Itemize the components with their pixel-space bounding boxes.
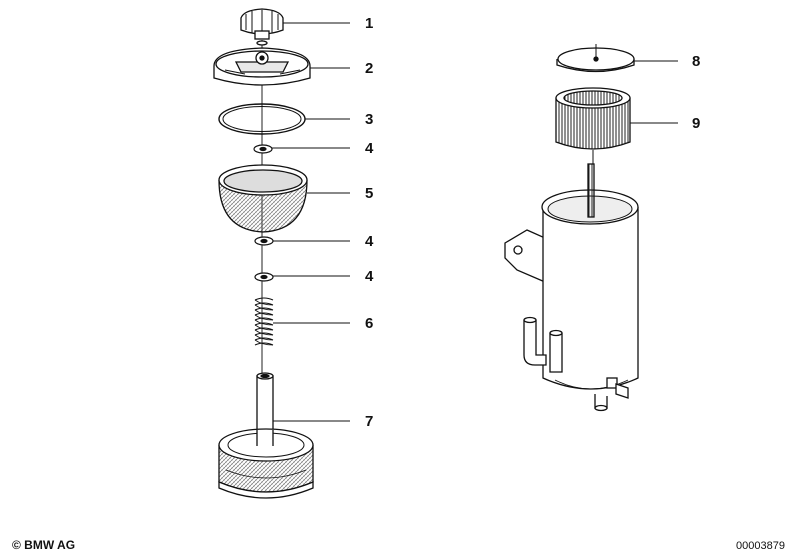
filter-cartridge-part bbox=[555, 87, 631, 150]
drawing-number-label: 00003879 bbox=[736, 540, 785, 552]
cover-part bbox=[213, 47, 311, 86]
callout-4-lower: 4 bbox=[365, 268, 374, 285]
callout-9: 9 bbox=[692, 115, 700, 132]
callout-2: 2 bbox=[365, 60, 373, 77]
reservoir-housing bbox=[504, 150, 639, 412]
callout-leader-lines bbox=[272, 22, 678, 422]
filter-base-part bbox=[218, 372, 314, 499]
copyright-label: © BMW AG bbox=[12, 538, 76, 552]
filter-lid-part bbox=[556, 44, 635, 73]
callout-5: 5 bbox=[365, 185, 373, 202]
knob-part bbox=[240, 8, 284, 46]
washer-part-middle bbox=[254, 236, 274, 246]
callout-7: 7 bbox=[365, 413, 373, 430]
callout-3: 3 bbox=[365, 111, 373, 128]
callout-8: 8 bbox=[692, 53, 700, 70]
strainer-bowl-part bbox=[218, 164, 308, 233]
callout-1: 1 bbox=[365, 15, 373, 32]
washer-part-lower bbox=[254, 272, 274, 282]
washer-part-top bbox=[253, 144, 273, 154]
callout-6: 6 bbox=[365, 315, 373, 332]
callout-4-middle: 4 bbox=[365, 233, 374, 250]
callout-4-top: 4 bbox=[365, 140, 374, 157]
spring-part bbox=[254, 297, 274, 346]
